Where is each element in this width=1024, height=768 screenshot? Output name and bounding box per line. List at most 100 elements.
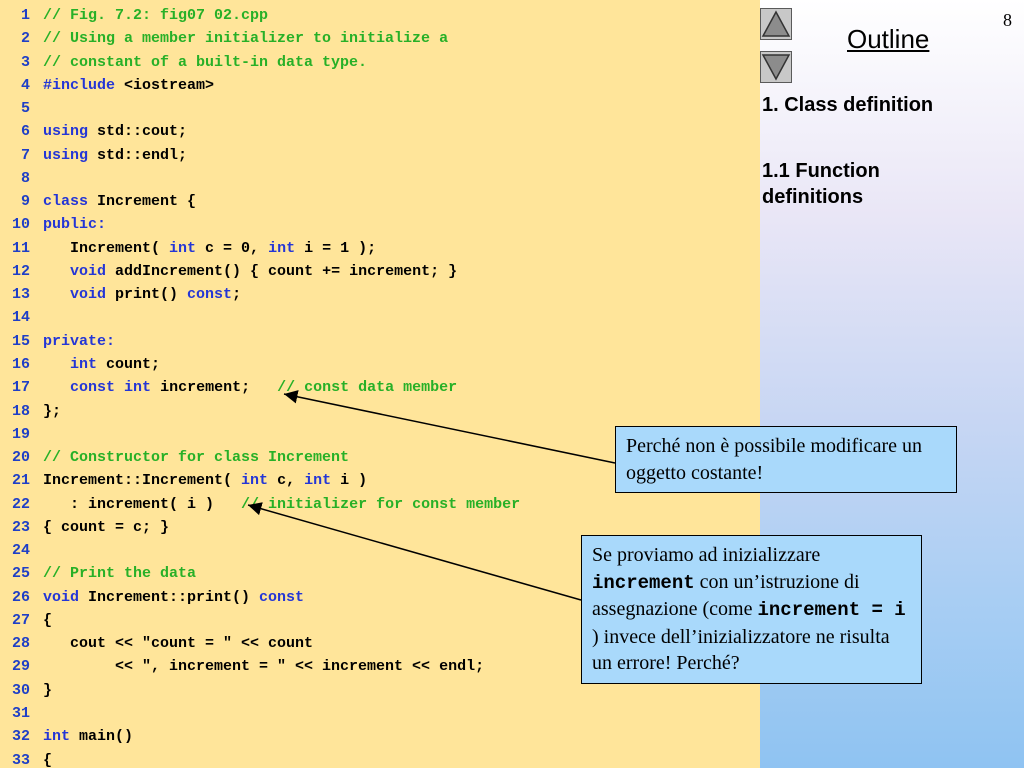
code-text: c, (268, 472, 305, 490)
line-number: 22 (11, 495, 30, 513)
code-text: c = 0, (196, 239, 269, 257)
previous-slide-button[interactable] (760, 8, 792, 40)
line-number: 1 (20, 7, 30, 24)
line-number: 9 (20, 193, 30, 211)
line-number: 31 (11, 704, 30, 722)
code-line: 4#include <iostream> (0, 74, 520, 97)
code-keyword: int (43, 728, 71, 746)
callout-text-part3: ) invece dell’inizializzatore ne risulta… (592, 625, 890, 675)
code-text: ; (232, 286, 242, 304)
arrow-to-initializer (247, 502, 582, 601)
next-slide-button[interactable] (760, 51, 792, 83)
code-text: Increment( (43, 239, 170, 257)
code-text: addIncrement() { count += increment; } (106, 262, 458, 280)
code-comment: // constant of a built-in data type. (43, 53, 368, 71)
code-text: { (43, 611, 53, 629)
callout-text-part1: Se proviamo ad inizializzare (592, 544, 821, 566)
callout-code-increment: increment (592, 571, 695, 594)
line-number: 16 (11, 355, 30, 373)
outline-title[interactable]: Outline (847, 24, 930, 54)
code-line: 11 Increment( int c = 0, int i = 1 ); (0, 237, 520, 260)
triangle-up-icon (761, 10, 791, 37)
code-keyword: int (304, 472, 332, 490)
code-text: } (43, 681, 53, 699)
code-keyword: void (70, 286, 107, 304)
code-line: 24 (0, 539, 520, 562)
code-keyword: const (187, 286, 233, 304)
code-text: std::endl; (88, 146, 188, 164)
code-keyword: int (268, 239, 296, 257)
line-number: 6 (20, 123, 30, 141)
code-comment: // Constructor for class Increment (43, 449, 350, 467)
line-number: 8 (20, 169, 30, 187)
line-number: 4 (20, 76, 30, 94)
code-text: Increment::print() (79, 588, 260, 606)
code-text: i ) (331, 472, 368, 490)
code-line: 10 public: (0, 213, 520, 236)
code-comment: // Print the data (43, 565, 197, 583)
code-text: main() (70, 728, 134, 746)
code-line: 27 { (0, 609, 520, 632)
line-number: 11 (11, 239, 30, 257)
code-listing: 1 // Fig. 7.2: fig07 02.cpp 2// Using a me… (0, 4, 520, 768)
code-text: { count = c; } (43, 518, 170, 536)
line-number: 33 (11, 751, 30, 768)
outline-item-class-definition[interactable]: 1. Class definition (762, 94, 934, 116)
code-text: Increment { (88, 193, 197, 211)
line-number: 19 (11, 425, 30, 443)
code-keyword: const (259, 588, 305, 606)
code-keyword: public: (43, 216, 107, 234)
code-line: 17 const int increment; // const data me… (0, 376, 520, 399)
code-line: 28 cout << "count = " << count (0, 632, 520, 655)
line-number: 30 (11, 681, 30, 699)
line-number: 25 (11, 565, 30, 583)
code-text: }; (43, 402, 62, 420)
code-line: 13 void print() const; (0, 283, 520, 306)
code-keyword: using (43, 146, 89, 164)
code-keyword: private: (43, 332, 116, 350)
code-line: 25 // Print the data (0, 562, 520, 585)
code-line: 16 int count; (0, 353, 520, 376)
callout-code-assignment: increment = i (757, 599, 906, 621)
line-number: 10 (11, 216, 30, 234)
code-line: 8 (0, 167, 520, 190)
code-keyword: class (43, 193, 89, 211)
code-text: Increment::Increment( (43, 472, 242, 490)
code-text: increment; (151, 379, 278, 397)
outline-item-function-definitions[interactable]: 1.1 Function definitions (762, 160, 880, 208)
code-line: 23 { count = c; } (0, 516, 520, 539)
line-number: 27 (11, 611, 30, 629)
line-number: 5 (20, 100, 30, 118)
code-text: count; (97, 355, 161, 373)
code-keyword: void (70, 262, 107, 280)
line-number: 23 (11, 518, 30, 536)
line-number: 7 (20, 146, 30, 164)
line-number: 21 (11, 472, 30, 490)
code-line: 29 << ", increment = " << increment << e… (0, 655, 520, 678)
callout-text-part2: con un’istruzione di assegnazione (come (592, 570, 860, 621)
code-line: 7 using std::endl; (0, 144, 520, 167)
code-line: 5 (0, 97, 520, 120)
code-comment: // Fig. 7.2: fig07 02.cpp (43, 7, 269, 24)
arrow-to-const-member (283, 390, 616, 464)
code-line: 33 { (0, 749, 520, 768)
code-line: 19 (0, 423, 520, 446)
code-comment: // Using a member initializer to initial… (43, 30, 449, 48)
line-number: 28 (11, 635, 30, 653)
code-line: 2// Using a member initializer to initia… (0, 27, 520, 50)
code-line: 31 (0, 702, 520, 725)
code-line: 22 : increment( i ) // initializer for c… (0, 493, 520, 516)
code-line: 9 class Increment { (0, 190, 520, 213)
line-number: 3 (20, 53, 30, 71)
code-text: { (43, 751, 53, 768)
line-number: 14 (11, 309, 30, 327)
code-keyword: const (70, 379, 116, 397)
code-text: i = 1 ); (295, 239, 377, 257)
code-comment: // initializer for const member (241, 495, 521, 513)
line-number: 17 (11, 379, 30, 397)
code-text: print() (106, 286, 188, 304)
line-number: 20 (11, 449, 30, 467)
